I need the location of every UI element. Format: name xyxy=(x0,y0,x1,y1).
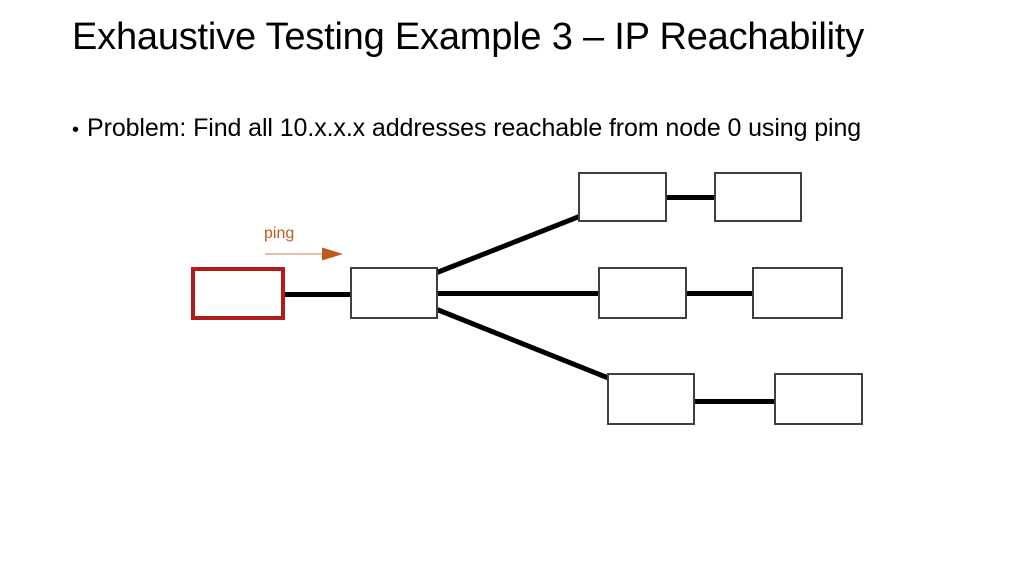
link-hub-middle-node xyxy=(437,291,600,296)
link-bottom-node-1-to-2 xyxy=(693,399,776,404)
node-middle-2[interactable] xyxy=(752,267,843,319)
bullet-text: Problem: Find all 10.x.x.x addresses rea… xyxy=(87,114,862,142)
node-top-1[interactable] xyxy=(578,172,667,222)
link-hub-bottom-node xyxy=(436,307,611,381)
ping-label: ping xyxy=(264,225,295,242)
bullet-marker: • xyxy=(72,119,80,141)
link-start-hub xyxy=(284,292,352,297)
node-bottom-2[interactable] xyxy=(774,373,863,425)
node-start-0[interactable] xyxy=(191,267,285,320)
title-block: Exhaustive Testing Example 3 – IP Reacha… xyxy=(72,12,972,62)
link-top-node-1-to-2 xyxy=(665,195,716,200)
right-arrow-icon xyxy=(265,247,343,261)
node-hub-router[interactable] xyxy=(350,267,438,319)
link-hub-top-node xyxy=(436,214,581,275)
ping-annotation: ping xyxy=(262,225,352,263)
link-middle-node-1-to-2 xyxy=(685,291,754,296)
bullet-row: • Problem: Find all 10.x.x.x addresses r… xyxy=(72,113,861,145)
node-bottom-1[interactable] xyxy=(607,373,695,425)
page-title: Exhaustive Testing Example 3 – IP Reacha… xyxy=(72,16,865,58)
node-middle-1[interactable] xyxy=(598,267,687,319)
node-top-2[interactable] xyxy=(714,172,802,222)
